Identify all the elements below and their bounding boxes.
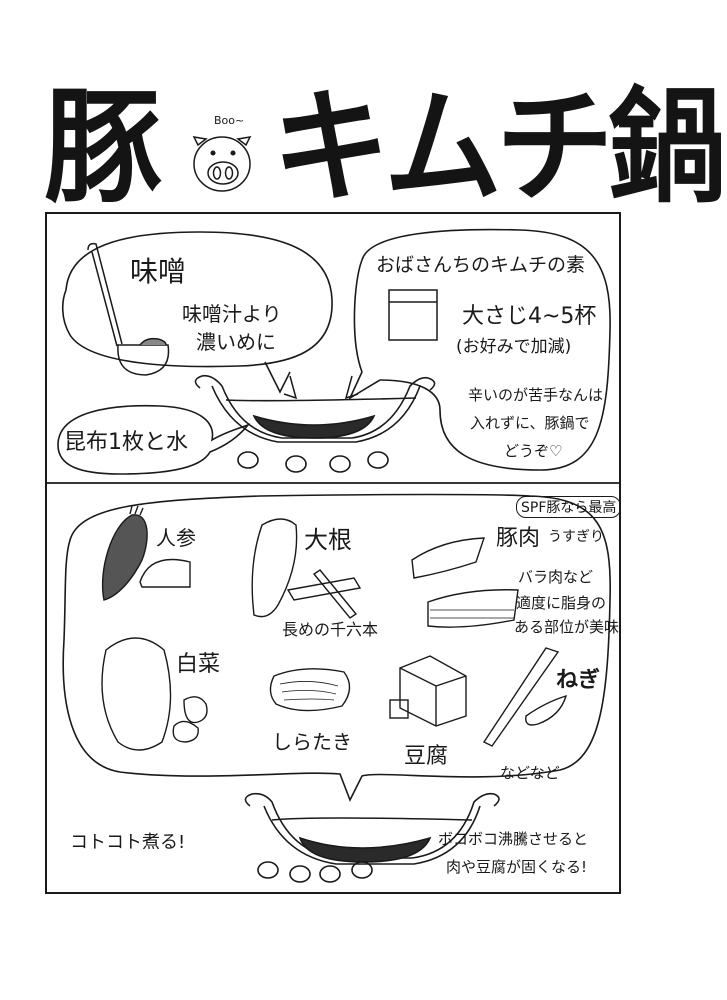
green-onion-icon [482,647,568,747]
pork-suffix: うすぎり [548,529,604,545]
arrow-down-icon [283,375,359,400]
kimchi-base-note-2: 入れずに、豚鍋で [470,414,590,432]
title-pork: 豚 [44,74,162,220]
kimchi-base-speech-bubble [348,228,611,471]
boil-warning-1: ボコボコ沸騰させると [438,830,589,848]
kimchi-base-adjust: (お好みで加減) [456,337,572,357]
kimchi-base-note-3: どうぞ♡ [504,442,563,460]
ladle-icon [87,242,170,376]
daikon-icon [251,518,362,619]
miso-speech-bubble [61,231,333,394]
ingredient-pork: 豚肉 [496,526,541,551]
pig-sound-text: Boo~ [214,114,245,127]
ingredient-carrot: 人参 [156,526,196,550]
pork-tag: SPF豚なら最高 [516,496,622,518]
kimchi-base-label: おばさんちのキムチの素 [376,254,586,276]
ingredient-tofu: 豆腐 [404,744,449,769]
daikon-note: 長めの千六本 [282,620,379,639]
miso-label: 味噌 [130,255,187,288]
miso-note-1: 味噌汁より [182,302,282,326]
kimchi-base-note-1: 辛いのが苦手なんは [468,386,604,404]
ingredient-green-onion: ねぎ [556,668,601,693]
bottom-pot-icon [244,792,500,883]
carrot-icon [101,505,191,601]
kombu-label: 昆布1枚と水 [64,430,188,455]
pig-icon [192,136,252,192]
pork-note-3: ある部位が美味 [514,618,620,636]
ingredient-napa-cabbage: 白菜 [176,652,221,677]
ingredient-shirataki: しらたき [272,730,352,754]
title-kimchi-nabe: キムチ鍋 [272,74,726,220]
recipe-frame [45,212,621,894]
napa-cabbage-icon [101,637,208,751]
kombu-speech-bubble [57,404,251,475]
top-pot-icon [194,374,436,473]
pork-note-2: 適度に脂身の [516,594,607,612]
kimchi-jar-icon [388,289,438,341]
ingredients-bubble [62,493,611,802]
ingredient-daikon: 大根 [304,526,352,554]
miso-note-2: 濃いめに [196,330,276,354]
simmer-instruction: コトコト煮る! [70,832,186,853]
tofu-icon [389,655,467,727]
shirataki-icon [269,668,351,712]
pork-note-1: バラ肉など [518,568,594,586]
etc-label: などなど [500,764,560,782]
pork-slices-icon [411,537,519,628]
boil-warning-2: 肉や豆腐が固くなる! [446,858,588,876]
kimchi-base-amount: 大さじ4~5杯 [462,304,597,329]
